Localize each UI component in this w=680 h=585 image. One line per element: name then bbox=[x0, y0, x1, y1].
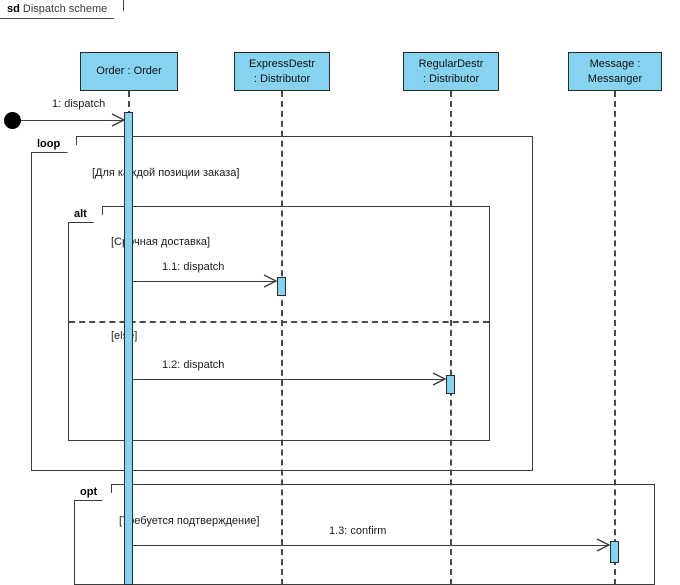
message-line-1-3-confirm bbox=[133, 545, 609, 546]
fragment-operator-alt: alt bbox=[68, 206, 103, 223]
message-label-1-2-dispatch: 1.2: dispatch bbox=[160, 359, 227, 371]
message-line-1-1-dispatch bbox=[133, 281, 276, 282]
lifeline-label-messenger-line1: Message : bbox=[589, 57, 641, 70]
lifeline-stem-messenger bbox=[614, 91, 616, 585]
fragment-loop[interactable] bbox=[31, 136, 533, 471]
arrowhead-icon-1-3-confirm bbox=[596, 538, 610, 552]
activation-bar-messenger[interactable] bbox=[610, 541, 619, 563]
lifeline-stem-expressdestr bbox=[281, 91, 283, 585]
lifeline-head-order[interactable]: Order : Order bbox=[80, 52, 178, 91]
lifeline-stem-regulardestr bbox=[450, 91, 452, 585]
lifeline-label-regulardestr-line1: RegularDestr bbox=[418, 57, 484, 70]
lifeline-label-expressdestr-line1: ExpressDestr bbox=[248, 57, 316, 70]
lifeline-label-expressdestr-line2: : Distributor bbox=[253, 72, 311, 85]
lifeline-head-expressdestr[interactable]: ExpressDestr : Distributor bbox=[234, 52, 330, 91]
fragment-guard-opt: [Требуется подтверждение] bbox=[118, 515, 261, 527]
arrowhead-icon-1-2-dispatch bbox=[432, 372, 446, 386]
fragment-alt[interactable] bbox=[68, 206, 490, 441]
message-line-1-dispatch bbox=[21, 120, 124, 121]
fragment-operator-opt: opt bbox=[74, 484, 112, 501]
activation-bar-expressdestr[interactable] bbox=[277, 277, 286, 296]
arrowhead-icon-1-1-dispatch bbox=[263, 274, 277, 288]
lifeline-label-regulardestr-line2: : Distributor bbox=[422, 72, 480, 85]
activation-bar-order[interactable] bbox=[124, 112, 133, 585]
fragment-guard-alt-branch1: [Срочная доставка] bbox=[110, 236, 212, 248]
diagram-frame-header: sd Dispatch scheme bbox=[0, 0, 124, 19]
lifeline-head-messenger[interactable]: Message : Messanger bbox=[568, 52, 662, 91]
fragment-operator-loop: loop bbox=[31, 136, 77, 153]
arrowhead-icon-1-dispatch bbox=[111, 113, 125, 127]
diagram-title: Dispatch scheme bbox=[22, 3, 108, 15]
fragment-guard-loop: [Для каждой позиции заказа] bbox=[91, 167, 241, 179]
lifeline-label-order-line1: Order : Order bbox=[96, 65, 162, 77]
message-label-1-3-confirm: 1.3: confirm bbox=[327, 525, 389, 537]
message-line-1-2-dispatch bbox=[133, 379, 445, 380]
lifeline-label-messenger-line2: Messanger bbox=[587, 72, 643, 85]
fragment-alt-divider bbox=[69, 321, 489, 323]
message-label-1-dispatch: 1: dispatch bbox=[50, 98, 108, 110]
lifeline-head-regulardestr[interactable]: RegularDestr : Distributor bbox=[403, 52, 499, 91]
diagram-kind-keyword: sd bbox=[7, 3, 20, 15]
message-label-1-1-dispatch: 1.1: dispatch bbox=[160, 261, 227, 273]
activation-bar-regulardestr[interactable] bbox=[446, 375, 455, 394]
found-message-origin-dot bbox=[4, 112, 21, 129]
